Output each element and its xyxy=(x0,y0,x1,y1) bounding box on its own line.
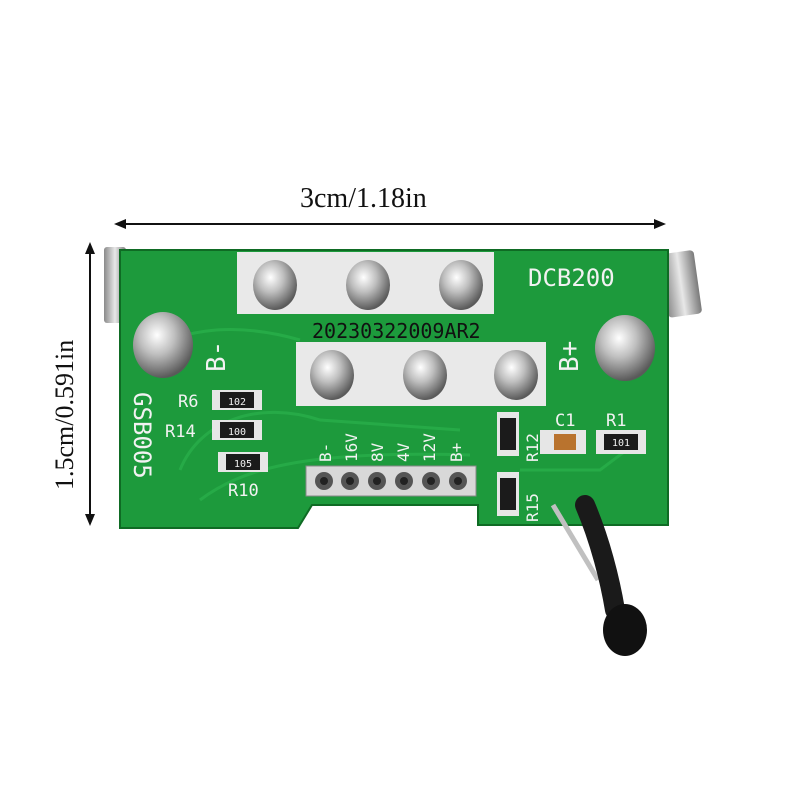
terminal-neg-label: B- xyxy=(202,341,232,372)
svg-text:R15: R15 xyxy=(523,493,542,522)
svg-text:100: 100 xyxy=(228,427,246,438)
width-dimension-arrow xyxy=(114,219,666,229)
side-code-label: GSB005 xyxy=(128,392,156,479)
pin-label: 12V xyxy=(420,433,439,462)
resistor-r15: R15 xyxy=(497,472,542,522)
svg-text:R10: R10 xyxy=(228,481,259,501)
header-pins xyxy=(305,465,477,497)
solder-joints xyxy=(133,260,655,400)
pin-label: B- xyxy=(316,443,335,462)
svg-text:R14: R14 xyxy=(165,422,196,442)
svg-text:R6: R6 xyxy=(178,392,198,412)
resistor-r6: 102 R6 xyxy=(178,390,262,412)
right-metal-tab xyxy=(660,250,702,318)
serial-label: 20230322009AR2 xyxy=(312,319,481,343)
height-dimension-arrow xyxy=(85,242,95,526)
pin-label: 16V xyxy=(342,433,361,462)
pin-label: 8V xyxy=(368,442,387,462)
svg-text:101: 101 xyxy=(612,438,630,449)
pin-label: B+ xyxy=(447,443,466,462)
resistor-r10: 105 R10 xyxy=(218,452,268,501)
thermistor-probe xyxy=(550,495,647,656)
resistor-r12: R12 xyxy=(497,412,542,462)
width-dimension-label: 3cm/1.18in xyxy=(300,183,427,214)
resistor-r1: 101 R1 xyxy=(596,411,646,454)
terminal-pos-label: B+ xyxy=(555,341,585,372)
svg-text:105: 105 xyxy=(234,459,252,470)
pin-label: 4V xyxy=(394,442,413,462)
svg-text:R12: R12 xyxy=(523,433,542,462)
svg-text:R1: R1 xyxy=(606,411,626,431)
svg-text:C1: C1 xyxy=(555,411,575,431)
svg-text:102: 102 xyxy=(228,397,246,408)
height-dimension-label: 1.5cm/0.591in xyxy=(50,339,79,490)
model-label: DCB200 xyxy=(528,264,615,292)
capacitor-c1: C1 xyxy=(540,411,586,454)
pin-labels: B- 16V 8V 4V 12V B+ xyxy=(316,433,466,462)
resistor-r14: 100 R14 xyxy=(165,420,262,442)
